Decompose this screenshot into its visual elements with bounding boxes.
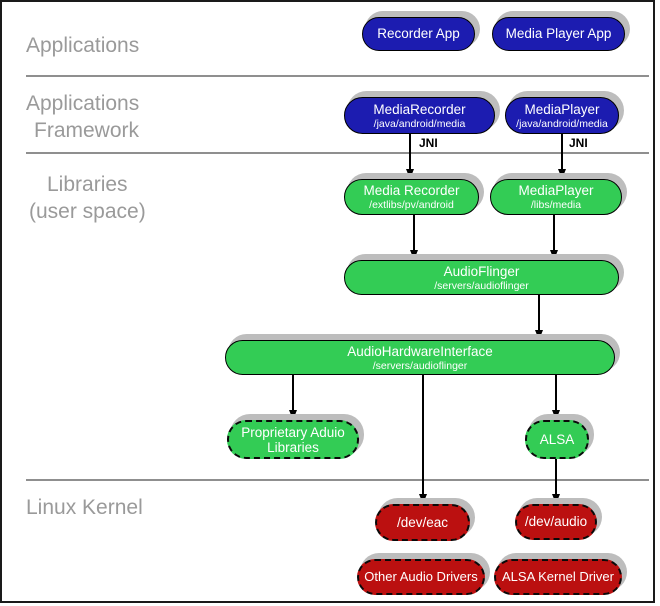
arrow-ahi-to-alsa bbox=[552, 375, 559, 420]
node-title: ALSA bbox=[539, 431, 575, 447]
divider-applications-framework bbox=[26, 75, 649, 77]
node-audioflinger: AudioFlinger /servers/audioflinger bbox=[344, 260, 619, 295]
node-title: Media Recorder bbox=[363, 183, 460, 198]
node-title: Recorder App bbox=[377, 26, 460, 41]
node-title: AudioHardwareInterface bbox=[347, 343, 493, 359]
layer-label-text: Libraries bbox=[47, 173, 128, 196]
node-dev-eac: /dev/eac bbox=[375, 504, 470, 541]
layer-label-text: Applications bbox=[26, 92, 140, 115]
node-subtitle: /libs/media bbox=[530, 199, 582, 211]
arrow-ahi-to-proprietary bbox=[289, 375, 296, 420]
node-title: /dev/audio bbox=[524, 514, 588, 529]
node-title-line2: Libraries bbox=[267, 439, 319, 455]
node-title: Media Player App bbox=[505, 26, 612, 41]
node-mediaplayer-framework: MediaPlayer /java/android/media bbox=[505, 97, 619, 134]
jni-label-left: JNI bbox=[419, 136, 438, 150]
arrow-ahi-to-dev-eac bbox=[419, 375, 426, 504]
node-alsa-kernel-driver: ALSA Kernel Driver bbox=[494, 559, 622, 595]
divider-libraries-kernel bbox=[26, 479, 649, 481]
node-subtitle: /java/android/media bbox=[516, 117, 608, 130]
node-mediarecorder-framework: MediaRecorder /java/android/media bbox=[344, 97, 495, 134]
node-mediaplayer-lib: MediaPlayer /libs/media bbox=[490, 179, 622, 215]
node-subtitle: /java/android/media bbox=[373, 117, 466, 130]
arrow-mediaplayer-jni bbox=[558, 134, 565, 179]
node-audio-hardware-interface: AudioHardwareInterface /servers/audiofli… bbox=[225, 340, 615, 375]
node-subtitle: /extlibs/pv/android bbox=[369, 199, 454, 211]
node-media-player-app: Media Player App bbox=[492, 17, 625, 51]
node-recorder-app: Recorder App bbox=[362, 17, 475, 51]
layer-label-text: Linux Kernel bbox=[26, 496, 143, 519]
arrow-playerlib-to-audioflinger bbox=[550, 215, 557, 260]
node-dev-audio: /dev/audio bbox=[515, 504, 597, 540]
node-subtitle: /servers/audioflinger bbox=[372, 359, 468, 372]
node-alsa: ALSA bbox=[525, 420, 589, 459]
node-proprietary-audio-libraries: Proprietary Aduio Libraries bbox=[227, 420, 359, 459]
layer-label-text: (user space) bbox=[29, 200, 146, 223]
layer-label-text: Framework bbox=[34, 119, 140, 142]
arrow-audioflinger-to-ahi bbox=[535, 295, 542, 340]
node-title: /dev/eac bbox=[396, 514, 449, 530]
node-title: Other Audio Drivers bbox=[364, 569, 478, 584]
jni-label-right: JNI bbox=[569, 136, 588, 150]
layer-label-kernel: Linux Kernel bbox=[26, 494, 143, 521]
node-title: ALSA Kernel Driver bbox=[502, 569, 614, 584]
node-title: MediaRecorder bbox=[373, 101, 466, 117]
node-media-recorder-lib: Media Recorder /extlibs/pv/android bbox=[344, 179, 479, 215]
node-title: AudioFlinger bbox=[443, 263, 520, 279]
divider-framework-libraries bbox=[26, 152, 649, 154]
node-title: MediaPlayer bbox=[524, 101, 600, 117]
arrow-mediarecorder-jni bbox=[406, 134, 413, 179]
layer-label-libraries: Libraries (user space) bbox=[22, 171, 146, 225]
arrow-alsa-to-dev-audio bbox=[552, 459, 559, 504]
node-subtitle: /servers/audioflinger bbox=[434, 279, 529, 292]
node-title: MediaPlayer bbox=[518, 183, 594, 198]
layer-label-applications: Applications bbox=[26, 32, 139, 59]
layer-label-text: Applications bbox=[26, 34, 140, 57]
node-title: Proprietary Aduio bbox=[241, 424, 345, 440]
arrow-recorderlib-to-audioflinger bbox=[410, 215, 417, 260]
node-other-audio-drivers: Other Audio Drivers bbox=[357, 559, 485, 595]
